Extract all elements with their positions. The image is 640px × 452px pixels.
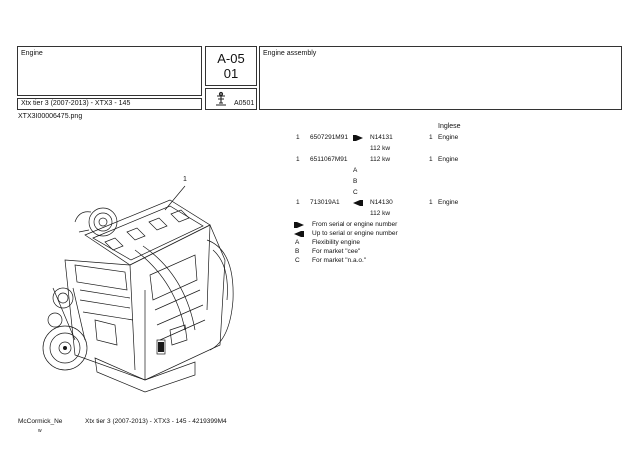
legend-key: C	[295, 257, 300, 264]
legend-item: A Flexibility engine	[290, 238, 590, 248]
part-row: 1 6511067M91 112 kw 1 Engine	[290, 155, 590, 165]
legend-text: For market "n.a.o."	[312, 257, 367, 264]
model-line-box: Xtx tier 3 (2007-2013) - XTX3 - 145	[17, 98, 202, 110]
model-line: Xtx tier 3 (2007-2013) - XTX3 - 145	[21, 100, 131, 107]
from-serial-icon	[294, 222, 304, 231]
part-row: 112 kw	[290, 144, 590, 154]
legend-key: B	[295, 248, 300, 255]
section-label: Engine	[21, 50, 43, 57]
serial-number: 112 kw	[370, 210, 391, 217]
section-box: Engine	[17, 46, 202, 96]
part-row: B	[290, 177, 590, 187]
page-ref-box: A0501	[205, 88, 257, 110]
wrench-crossed-icon	[216, 91, 226, 106]
code-box: A-05 01	[205, 46, 257, 86]
legend-item: Up to serial or engine number	[290, 229, 590, 239]
description: Engine	[438, 199, 459, 206]
part-row: C	[290, 188, 590, 198]
part-row: 1 6507291M91 N14131 1 Engine	[290, 133, 590, 143]
engine-drawing	[42, 185, 234, 393]
qty-col: 1	[296, 134, 300, 141]
code-sub: 01	[223, 66, 239, 81]
legend-text: From serial or engine number	[312, 221, 398, 228]
legend-text: For market "cee"	[312, 248, 361, 255]
quantity: 1	[429, 199, 433, 206]
parts-list: 1 6507291M91 N14131 1 Engine 112 kw 1 65…	[290, 133, 610, 223]
group-title-box: Engine assembly	[259, 46, 622, 110]
up-to-serial-icon	[353, 200, 363, 209]
legend-text: Flexibility engine	[312, 239, 361, 246]
legend-item: C For market "n.a.o."	[290, 256, 590, 266]
footer-doc-line: Xtx tier 3 (2007-2013) - XTX3 - 145 - 42…	[85, 418, 227, 425]
quantity: 1	[429, 156, 433, 163]
up-to-serial-icon	[294, 231, 304, 240]
part-number: 6507291M91	[310, 134, 348, 141]
language-header: Inglese	[438, 123, 461, 130]
marker-letter: A	[353, 167, 358, 174]
group-title: Engine assembly	[263, 50, 317, 57]
from-serial-icon	[353, 135, 363, 144]
serial-number: N14131	[370, 134, 393, 141]
footer-mark: w	[38, 428, 42, 434]
part-row: 1 713019A1 N14130 1 Engine	[290, 198, 590, 208]
legend-item: From serial or engine number	[290, 220, 590, 230]
serial-number: 112 kw	[370, 145, 391, 152]
marker-letter: B	[353, 178, 358, 185]
image-file-name: XTX3I00006475.png	[18, 113, 83, 120]
serial-number: N14130	[370, 199, 393, 206]
description: Engine	[438, 134, 459, 141]
quantity: 1	[429, 134, 433, 141]
part-row: A	[290, 166, 590, 176]
qty-col: 1	[296, 199, 300, 206]
part-number: 6511067M91	[310, 156, 348, 163]
marker-letter: C	[353, 189, 358, 196]
legend-item: B For market "cee"	[290, 247, 590, 257]
page-ref: A0501	[234, 100, 255, 107]
part-number: 713019A1	[310, 199, 340, 206]
description: Engine	[438, 156, 459, 163]
serial-number: 112 kw	[370, 156, 391, 163]
legend-key: A	[295, 239, 300, 246]
part-row: 112 kw	[290, 209, 590, 219]
footer-brand: McCormick_Ne	[18, 418, 63, 425]
legend-text: Up to serial or engine number	[312, 230, 398, 237]
qty-col: 1	[296, 156, 300, 163]
code-main: A-05	[217, 51, 245, 66]
legend: From serial or engine number Up to seria…	[290, 220, 490, 268]
figure-callout: 1	[183, 176, 187, 183]
